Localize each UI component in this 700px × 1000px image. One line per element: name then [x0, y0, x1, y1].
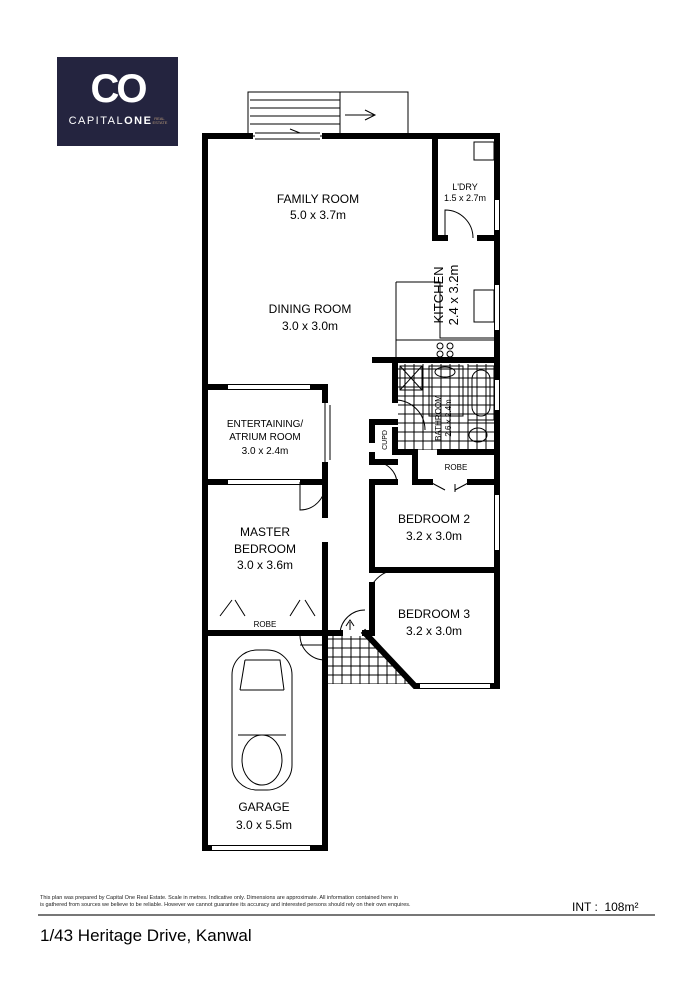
logo-name-light: CAPITAL — [68, 115, 125, 127]
laundry-name: L'DRY — [452, 182, 478, 192]
master-name2: BEDROOM — [234, 542, 296, 556]
master-name1: MASTER — [240, 525, 290, 539]
robe-label: ROBE — [445, 463, 468, 472]
logo-name-bold: ONE — [124, 115, 153, 127]
bedroom3-name: BEDROOM 3 — [398, 607, 470, 621]
internal-area: INT : 108m² — [572, 900, 638, 914]
disclaimer: This plan was prepared by Capital One Re… — [40, 895, 460, 909]
kitchen-dims: 2.4 x 3.2m — [446, 265, 461, 326]
divider — [38, 914, 655, 916]
property-address: 1/43 Heritage Drive, Kanwal — [40, 926, 252, 945]
laundry-dims: 1.5 x 2.7m — [444, 193, 486, 203]
disclaimer-line2: is gathered from sources we believe to b… — [40, 902, 411, 908]
master-robe-label: ROBE — [254, 620, 277, 629]
car-icon — [231, 649, 293, 791]
entertaining-name2: ATRIUM ROOM — [229, 432, 300, 443]
entertaining-dims: 3.0 x 2.4m — [242, 446, 289, 457]
kitchen-fixtures — [395, 141, 495, 358]
kitchen-name: KITCHEN — [431, 266, 446, 323]
bathroom-label: BATHROOM 2.6 x 2.4m — [434, 395, 453, 441]
bedroom3-dims: 3.2 x 3.0m — [406, 624, 462, 638]
dining-room-name: DINING ROOM — [269, 302, 352, 316]
kitchen-label: KITCHEN 2.4 x 3.2m — [431, 265, 461, 326]
bathroom-fixtures — [399, 365, 495, 443]
deck — [247, 91, 409, 137]
doors — [219, 209, 474, 661]
bedroom2-dims: 3.2 x 3.0m — [406, 529, 462, 543]
master-dims: 3.0 x 3.6m — [237, 558, 293, 572]
family-room-dims: 5.0 x 3.7m — [290, 208, 346, 222]
windows — [212, 200, 499, 850]
bathroom-name: BATHROOM — [434, 395, 443, 441]
bedroom2-name: BEDROOM 2 — [398, 512, 470, 526]
family-room-name: FAMILY ROOM — [277, 192, 359, 206]
bathroom-dims: 2.6 x 2.4m — [444, 399, 453, 437]
area-label: INT : — [572, 900, 598, 914]
dining-room-dims: 3.0 x 3.0m — [282, 319, 338, 333]
disclaimer-line1: This plan was prepared by Capital One Re… — [40, 895, 398, 901]
logo-sub: REAL ESTATE — [152, 116, 168, 126]
cupd-label: CUPD — [382, 430, 389, 450]
entertaining-name1: ENTERTAINING/ — [227, 419, 304, 430]
area-value: 108m² — [604, 900, 639, 914]
logo-monogram: CO — [90, 67, 148, 111]
garage-name: GARAGE — [238, 800, 289, 814]
entry-tiles — [327, 636, 412, 684]
sliding-door-track — [255, 128, 320, 140]
garage-dims: 3.0 x 5.5m — [236, 818, 292, 832]
